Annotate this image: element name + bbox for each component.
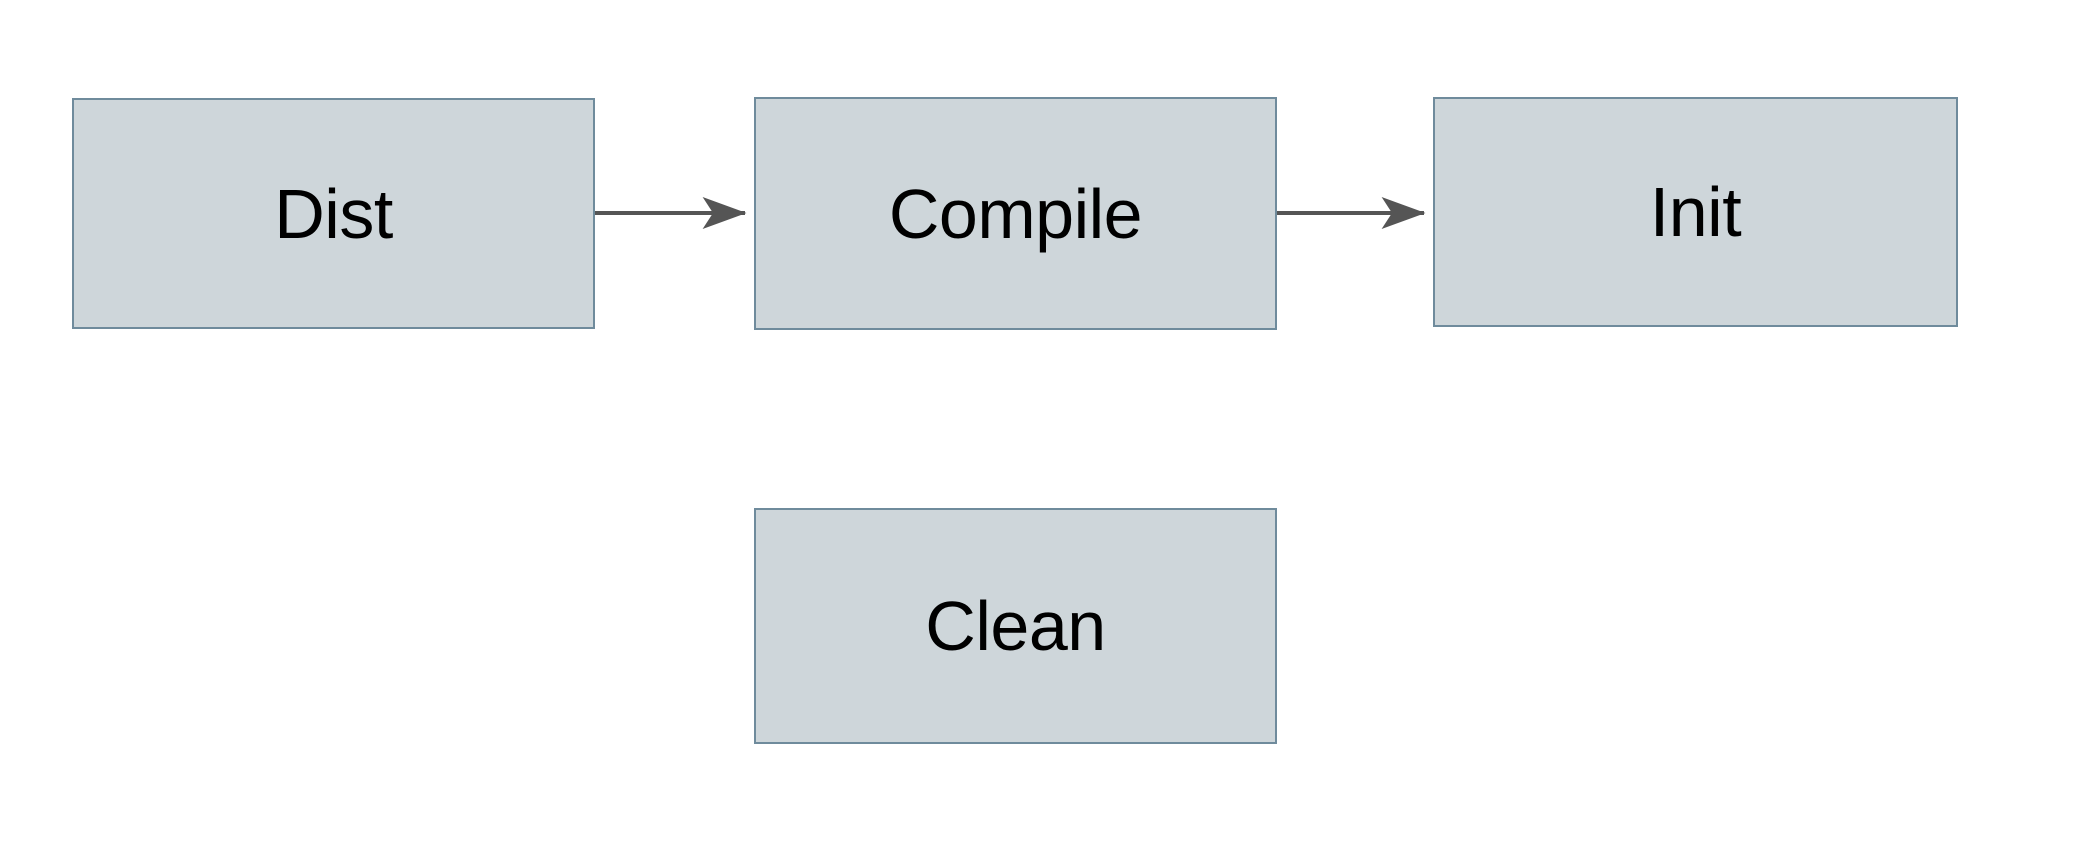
node-clean[interactable]: Clean — [754, 508, 1277, 744]
node-dist[interactable]: Dist — [72, 98, 595, 329]
node-init[interactable]: Init — [1433, 97, 1958, 327]
node-init-label: Init — [1649, 173, 1742, 251]
edge-compile-to-init-hitarea[interactable] — [1277, 196, 1433, 230]
node-compile[interactable]: Compile — [754, 97, 1277, 330]
node-clean-label: Clean — [925, 587, 1106, 665]
node-compile-label: Compile — [888, 174, 1143, 253]
node-dist-label: Dist — [274, 174, 393, 253]
edge-dist-to-compile-hitarea[interactable] — [595, 196, 754, 230]
